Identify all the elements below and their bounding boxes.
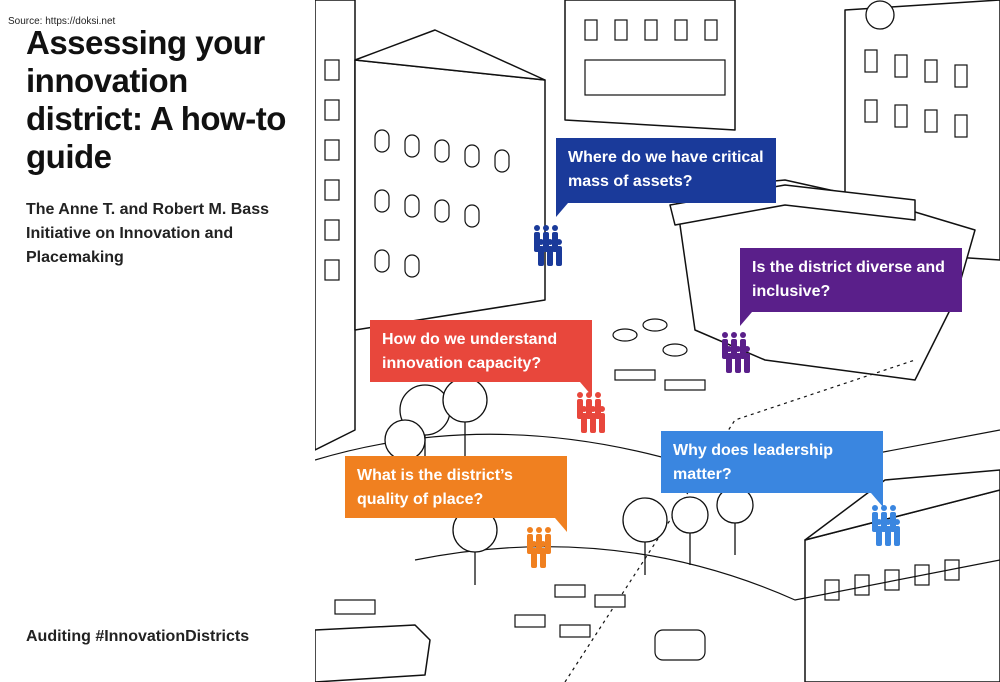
person-figure-assets bbox=[556, 239, 562, 266]
person-figure-leadership bbox=[876, 519, 882, 546]
footer-hashtag: Auditing #InnovationDistricts bbox=[26, 628, 250, 645]
person-figure-quality bbox=[545, 527, 551, 554]
question-bubble-leadership: Why does leadership matter? bbox=[661, 431, 883, 493]
subtitle: The Anne T. and Robert M. Bass Initiativ… bbox=[26, 201, 269, 266]
person-figure-leadership bbox=[885, 519, 891, 546]
person-figure-capacity bbox=[590, 406, 596, 433]
person-figure-diverse bbox=[744, 346, 750, 373]
bubble-tail-diverse bbox=[740, 312, 752, 326]
cover-text-panel: Source: https://doksi.net Assessing your… bbox=[0, 0, 315, 682]
question-bubble-diverse: Is the district diverse and inclusive? bbox=[740, 248, 962, 312]
bubble-tail-assets bbox=[556, 203, 568, 217]
source-caption: Source: https://doksi.net bbox=[8, 16, 116, 27]
person-figure-assets bbox=[547, 239, 553, 266]
bubble-tail-quality bbox=[555, 518, 567, 532]
bubble-tail-capacity bbox=[580, 382, 592, 396]
question-bubble-assets: Where do we have critical mass of assets… bbox=[556, 138, 776, 203]
person-figure-capacity bbox=[599, 406, 605, 433]
question-leadership-text: Why does leadership matter? bbox=[673, 442, 834, 483]
bubble-tail-leadership bbox=[871, 493, 883, 507]
person-figure-diverse bbox=[735, 346, 741, 373]
person-figure-diverse bbox=[726, 346, 732, 373]
question-quality-text: What is the district’s quality of place? bbox=[357, 467, 513, 508]
person-figure-capacity bbox=[581, 406, 587, 433]
page-title: Assessing your innovation district: A ho… bbox=[26, 24, 286, 175]
person-figure-assets bbox=[538, 239, 544, 266]
question-capacity-text: How do we understand innovation capacity… bbox=[382, 331, 558, 372]
question-bubble-capacity: How do we understand innovation capacity… bbox=[370, 320, 592, 382]
question-diverse-text: Is the district diverse and inclusive? bbox=[752, 259, 945, 300]
question-assets-text: Where do we have critical mass of assets… bbox=[568, 149, 764, 190]
person-figure-leadership bbox=[894, 519, 900, 546]
question-bubble-quality: What is the district’s quality of place? bbox=[345, 456, 567, 518]
person-figure-quality bbox=[540, 541, 546, 568]
person-figure-quality bbox=[531, 541, 537, 568]
